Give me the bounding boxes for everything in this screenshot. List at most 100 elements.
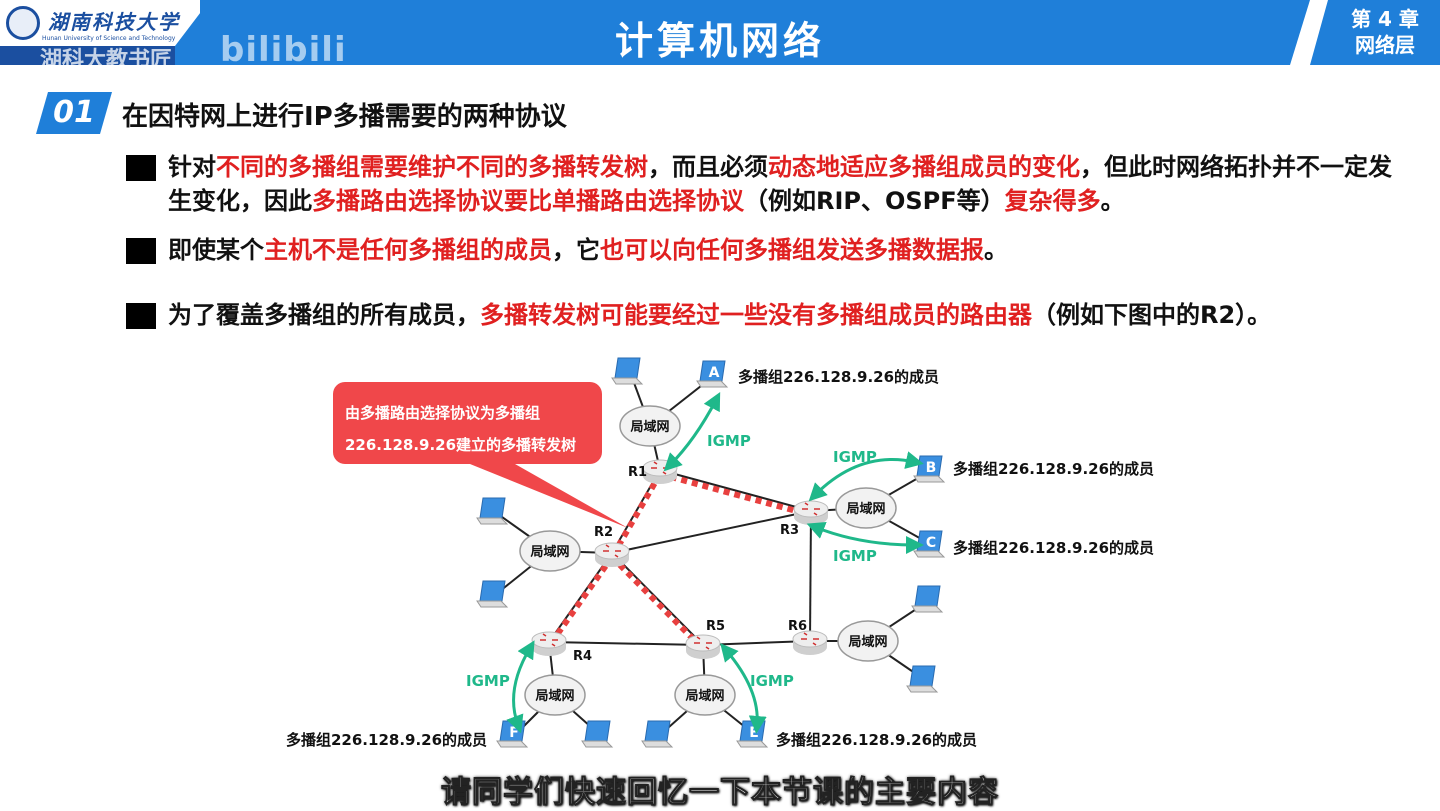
igmp-arrow (506, 640, 535, 734)
lan-label: 局域网 (535, 688, 574, 704)
bullet-text: ，但此时网络拓扑并不一定发生变化，因此 (168, 153, 1392, 215)
member-label: 多播组226.128.9.26的成员 (286, 731, 487, 749)
router-label: R6 (788, 619, 807, 634)
laptop-icon (581, 740, 614, 748)
lan-label: 局域网 (685, 688, 724, 704)
forwarding-tree-path (609, 554, 706, 652)
laptop-icon (696, 380, 729, 388)
forwarding-tree-path (546, 555, 615, 648)
forwarding-tree-path (609, 472, 663, 559)
laptop-icon (913, 475, 946, 483)
laptop-icon (476, 600, 509, 608)
logo-band (0, 46, 175, 65)
section-title: 在因特网上进行IP多播需要的两种协议 (122, 102, 567, 132)
igmp-arrow (720, 643, 767, 734)
router-icon (594, 542, 630, 560)
chapter-number: 第 4 章 (1351, 7, 1419, 31)
laptop-icon (479, 497, 506, 519)
highlighted-text: 多播转发树可能要经过一些没有多播组成员的路由器 (480, 301, 1032, 329)
member-label: 多播组226.128.9.26的成员 (953, 460, 1154, 478)
link-line (548, 641, 704, 646)
router-arrows-icon (540, 633, 558, 647)
laptop-icon (614, 357, 641, 379)
header-bar: 湖南科技大学 Hunan University of Science and T… (0, 0, 1440, 73)
university-name-en: Hunan University of Science and Technolo… (42, 35, 176, 42)
laptop-icon (476, 517, 509, 525)
bullet-2: 即使某个主机不是任何多播组的成员，它也可以向任何多播组发送多播数据报。 (126, 233, 1406, 267)
laptop-icon (496, 740, 529, 748)
bullet-text: 针对 (168, 153, 216, 181)
highlighted-text: 动态地适应多播组成员的变化 (768, 153, 1080, 181)
host-label: F (509, 725, 519, 741)
host-label: E (749, 725, 759, 741)
highlighted-text: 复杂得多 (1004, 187, 1101, 215)
highlighted-text: 主机不是任何多播组的成员 (264, 236, 552, 264)
host-label: B (926, 460, 937, 476)
router-arrows-icon (694, 636, 712, 650)
laptop-icon (911, 605, 944, 613)
laptop-icon (913, 550, 946, 558)
router-icon (531, 631, 567, 649)
laptop-icon (736, 740, 769, 748)
igmp-label: IGMP (707, 432, 751, 450)
laptop-icon (906, 685, 939, 693)
laptop-icon (479, 580, 506, 602)
bullet-text: ，它 (552, 236, 600, 264)
lan-label: 局域网 (848, 634, 887, 650)
callout-text: 226.128.9.26建立的多播转发树 (345, 436, 576, 454)
university-name: 湖南科技大学 (48, 10, 180, 34)
igmp-label: IGMP (750, 672, 794, 690)
callout-text: 由多播路由选择协议为多播组 (345, 404, 540, 422)
watermark-channel: 湖科大教书匠 (40, 48, 173, 73)
bullet-square-icon (126, 238, 156, 264)
igmp-arrow (806, 521, 924, 554)
host-label: A (709, 365, 720, 381)
laptop-icon (909, 665, 936, 687)
video-subtitle: 请同学们快速回忆一下本节课的主要内容 (441, 775, 999, 811)
router-label: R4 (573, 649, 592, 664)
university-logo: 湖南科技大学 Hunan University of Science and T… (0, 0, 200, 46)
router-arrows-icon (802, 502, 820, 516)
igmp-label: IGMP (466, 672, 510, 690)
highlighted-text: 多播路由选择协议要比单播路由选择协议 (312, 187, 744, 215)
laptop-icon (644, 720, 671, 742)
member-label: 多播组226.128.9.26的成员 (953, 539, 1154, 557)
lan-cloud-icon (837, 620, 899, 662)
member-label: 多播组226.128.9.26的成员 (776, 731, 977, 749)
bullet-text: 。 (984, 236, 1008, 264)
highlighted-text: 不同的多播组需要维护不同的多播转发树 (216, 153, 648, 181)
igmp-arrow (808, 451, 924, 502)
bullet-text: 为了覆盖多播组的所有成员， (168, 301, 480, 329)
laptop-icon (641, 740, 674, 748)
section-number: 01 (36, 92, 112, 134)
router-label: R5 (706, 619, 725, 634)
chapter-box: 第 4 章 网络层 (1290, 0, 1440, 65)
router-arrows-icon (801, 632, 819, 646)
slide-title: 计算机网络 (614, 19, 825, 63)
bullet-text: （例如RIP、OSPF等） (744, 187, 1005, 215)
laptop-icon (699, 360, 726, 382)
router-label: R2 (594, 525, 613, 540)
router-arrows-icon (603, 544, 621, 558)
link-line (809, 510, 812, 642)
link-line (659, 469, 812, 512)
bullet-square-icon (126, 155, 156, 181)
router-icon (685, 634, 721, 652)
lan-label: 局域网 (530, 544, 569, 560)
bullet-text: ，而且必须 (648, 153, 768, 181)
callout-bubble (333, 382, 628, 528)
host-label: C (926, 535, 936, 551)
router-icon (793, 500, 829, 518)
member-label: 多播组226.128.9.26的成员 (738, 368, 939, 386)
router-icon (792, 630, 828, 648)
igmp-label: IGMP (833, 448, 877, 466)
highlighted-text: 也可以向任何多播组发送多播数据报 (600, 236, 984, 264)
lan-cloud-icon (519, 530, 581, 572)
watermark-brand: bilibili (220, 30, 347, 70)
igmp-label: IGMP (833, 547, 877, 565)
bullet-text: 。 (1100, 187, 1125, 215)
router-label: R3 (780, 523, 799, 538)
bullet-3: 为了覆盖多播组的所有成员，多播转发树可能要经过一些没有多播组成员的路由器（例如下… (126, 298, 1406, 332)
lan-label: 局域网 (630, 419, 669, 435)
laptop-icon (611, 377, 644, 385)
